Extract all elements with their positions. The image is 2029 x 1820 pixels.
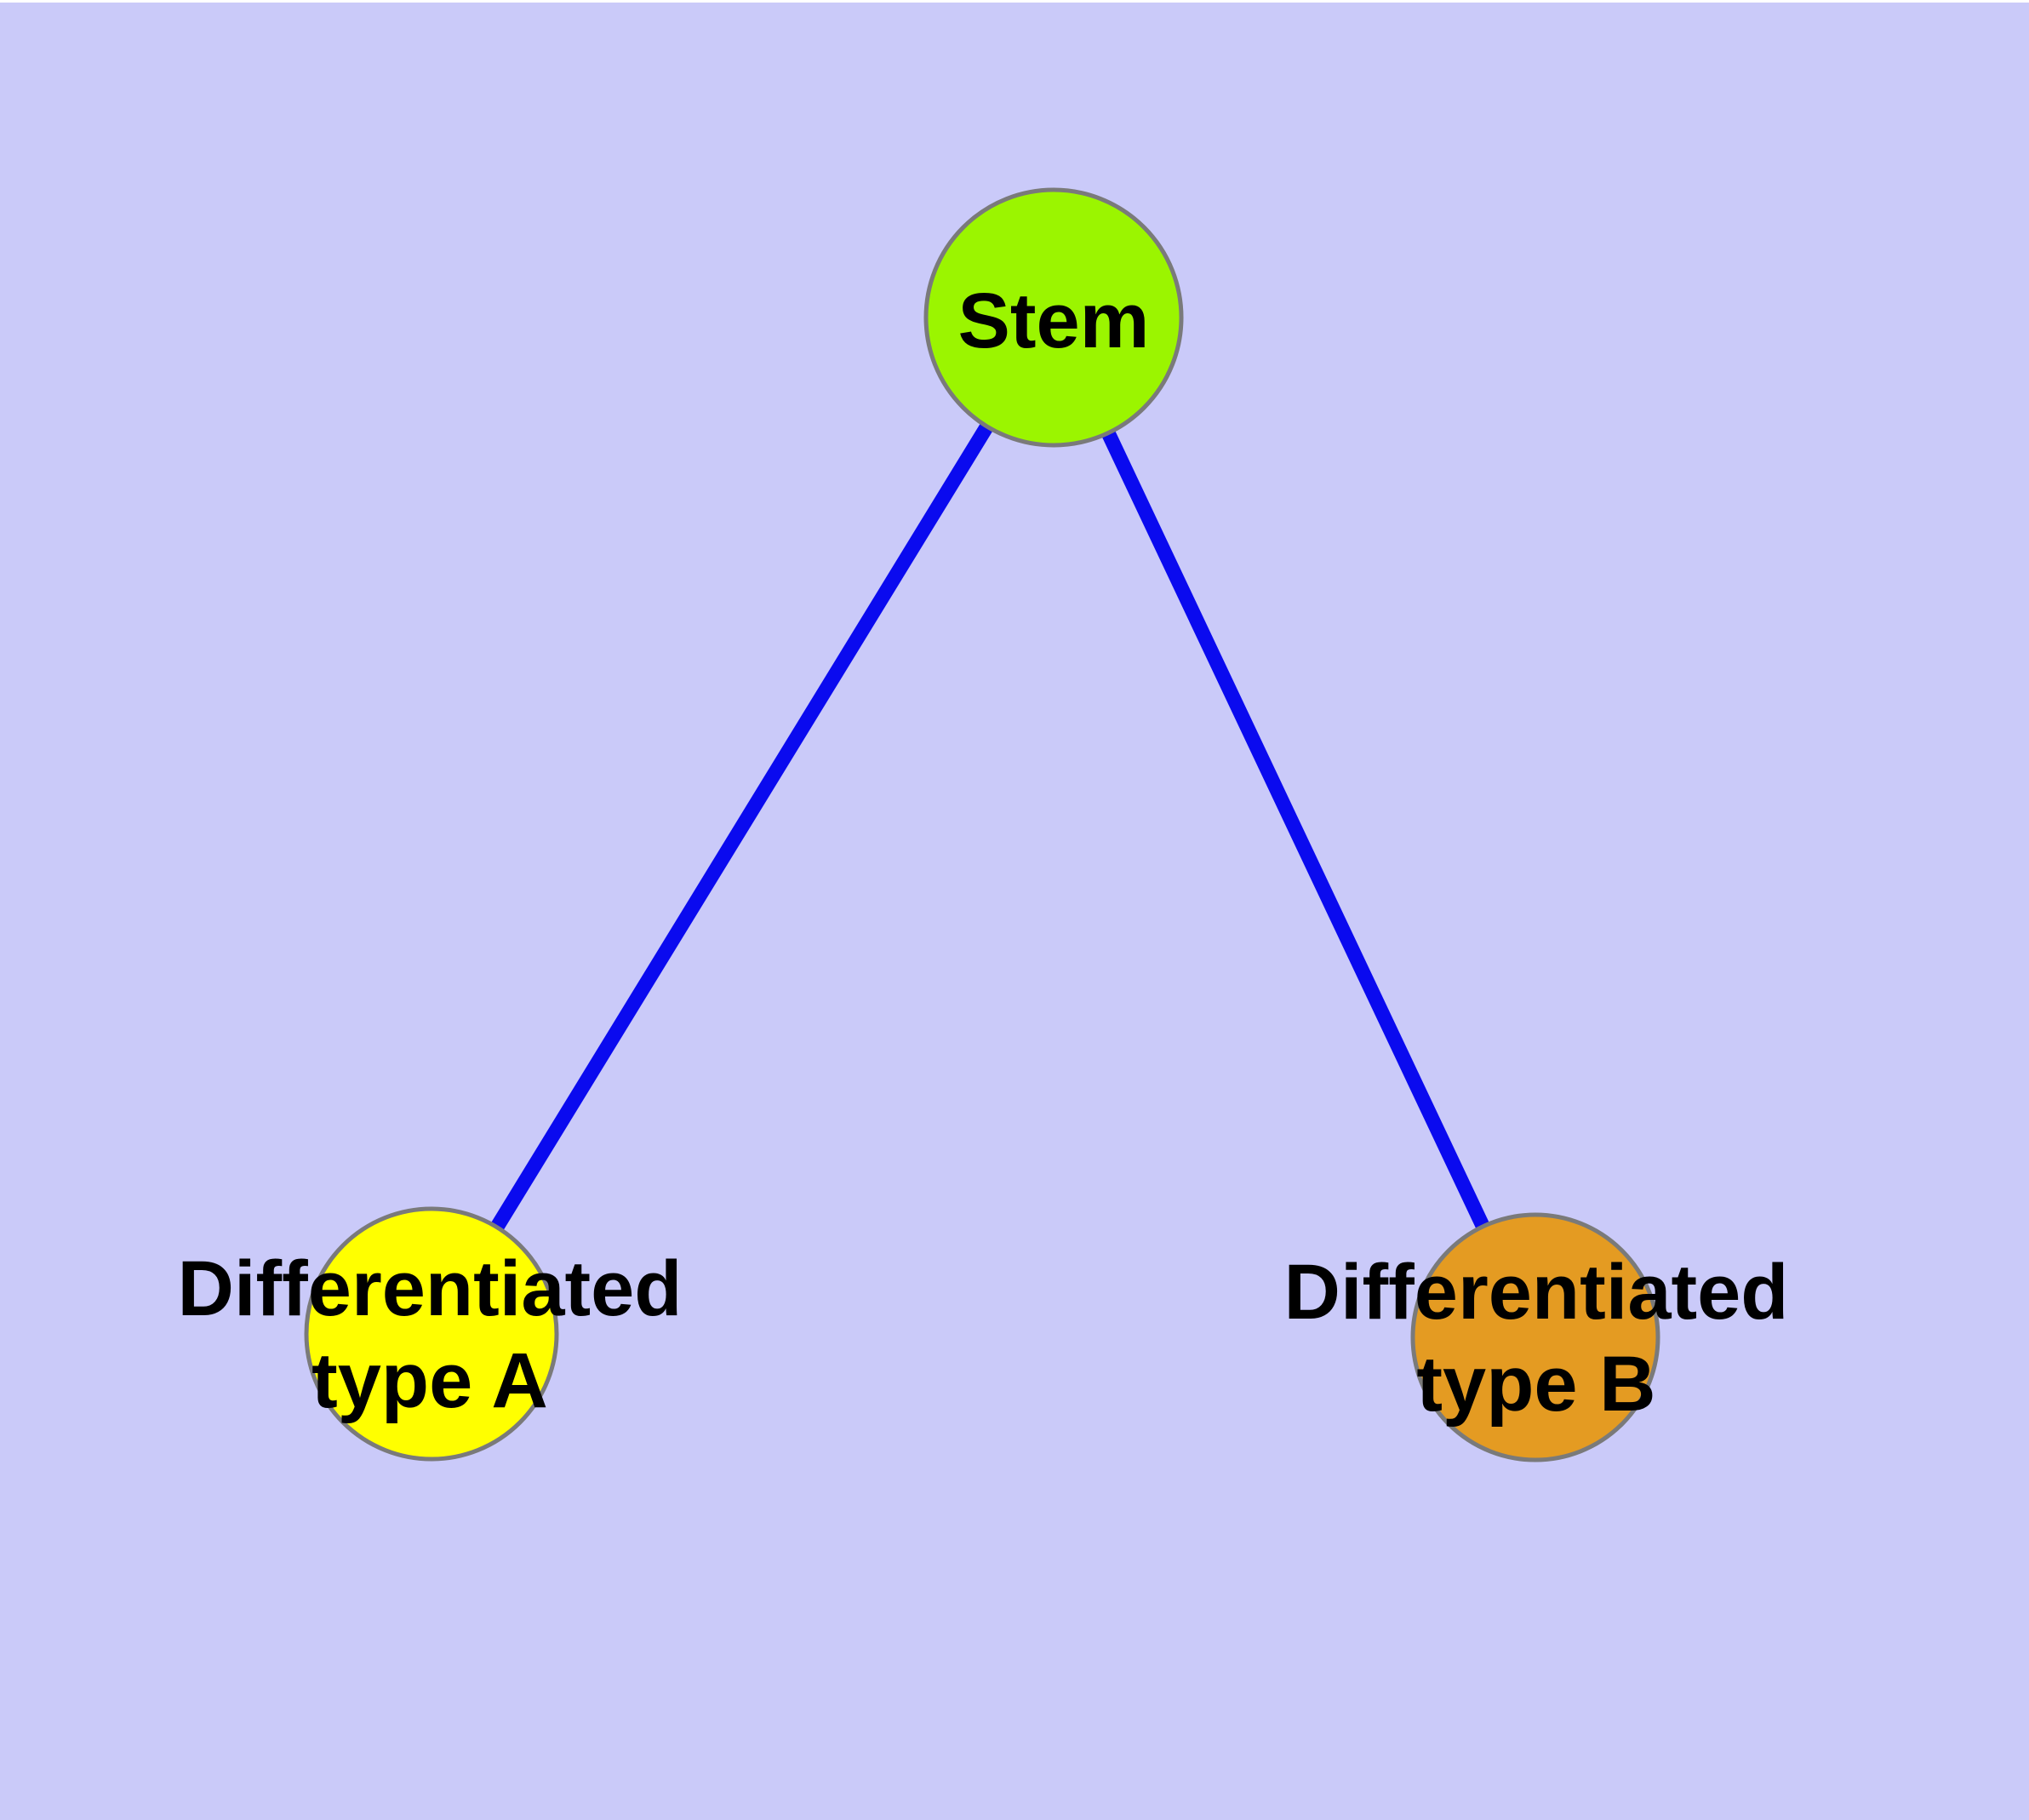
node-differentiated-type-a — [304, 1206, 559, 1462]
edge-stem-to-type-a — [425, 313, 1060, 1338]
node-differentiated-type-a-label-line1: Differentiated — [178, 1245, 683, 1332]
node-differentiated-type-a-label-line2: type A — [311, 1337, 548, 1424]
node-differentiated-type-b — [1410, 1212, 1660, 1462]
node-stem — [923, 187, 1184, 448]
node-differentiated-type-b-label-line2: type B — [1416, 1341, 1655, 1428]
node-differentiated-type-b-label-line1: Differentiated — [1284, 1249, 1789, 1336]
node-stem-label: Stem — [958, 278, 1150, 364]
edge-stem-to-type-b — [1047, 314, 1542, 1341]
